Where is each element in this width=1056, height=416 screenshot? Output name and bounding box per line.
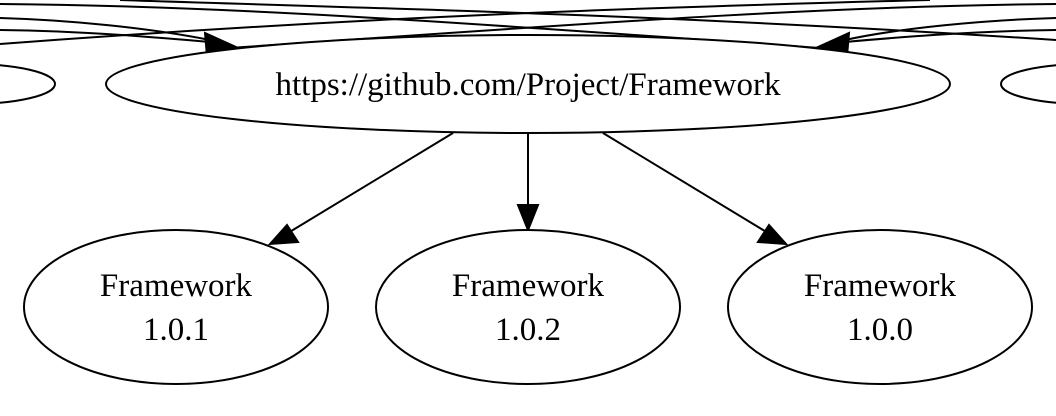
incoming-edge-right-1	[844, 17, 1056, 41]
arrow-framework-101	[267, 223, 300, 246]
incoming-edge-right-2	[844, 29, 1056, 43]
node-framework-101-version: 1.0.1	[143, 312, 209, 348]
crossing-edge-4	[0, 0, 931, 45]
node-framework-100-shape	[727, 229, 1033, 385]
node-framework-101-shape	[23, 229, 329, 385]
node-framework-100-version: 1.0.0	[847, 312, 913, 348]
node-framework-100[interactable]: Framework 1.0.0	[727, 229, 1033, 385]
incoming-edge-left-1	[0, 17, 211, 41]
node-framework-102-shape	[375, 229, 681, 385]
node-framework-101[interactable]: Framework 1.0.1	[23, 229, 329, 385]
node-framework-101-name: Framework	[100, 268, 253, 304]
node-framework-102-version: 1.0.2	[495, 312, 561, 348]
node-framework-100-name: Framework	[804, 268, 957, 304]
arrow-framework-100	[756, 223, 789, 246]
edge-repo-to-framework-100	[602, 132, 774, 237]
node-framework-repository[interactable]: https://github.com/Project/Framework	[105, 34, 951, 134]
node-framework-repository-label: https://github.com/Project/Framework	[275, 67, 781, 103]
partial-node-right	[1000, 64, 1056, 104]
partial-node-left	[0, 64, 56, 104]
node-framework-repository-shape	[105, 34, 951, 134]
edge-repo-to-framework-101	[282, 132, 454, 237]
node-framework-102[interactable]: Framework 1.0.2	[375, 229, 681, 385]
node-framework-102-name: Framework	[452, 268, 605, 304]
crossing-edge-3	[119, 0, 1056, 41]
arrow-framework-102	[516, 204, 540, 233]
